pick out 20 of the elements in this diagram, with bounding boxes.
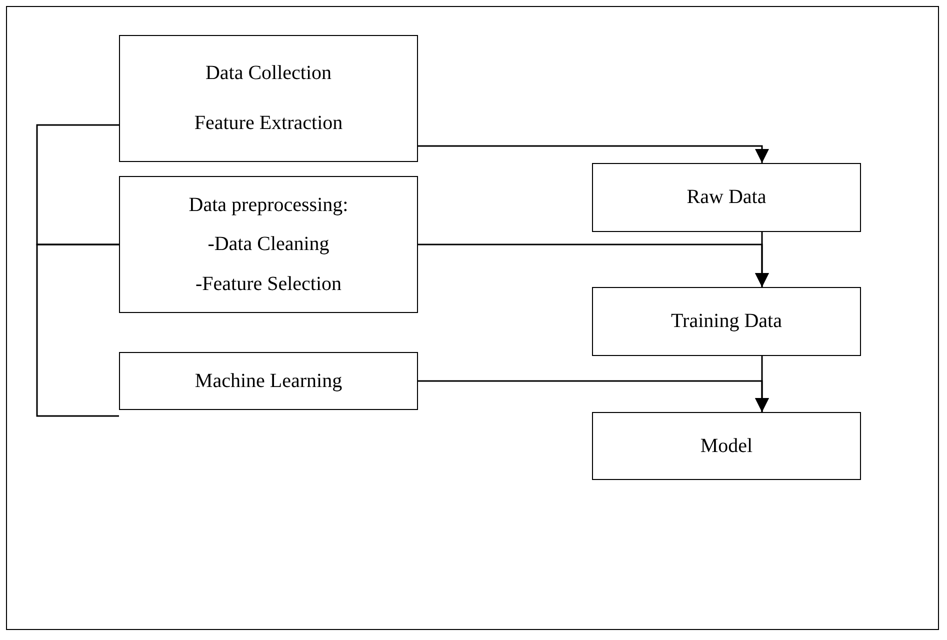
connector-line [36, 124, 119, 246]
process-box [119, 176, 418, 313]
process-box [592, 287, 861, 356]
connector-line [36, 244, 119, 417]
box-label: Model [700, 434, 753, 458]
process-box [119, 35, 418, 162]
box-label: Data Collection [205, 62, 332, 86]
box-label: Machine Learning [194, 370, 342, 392]
process-box [592, 163, 861, 232]
arrow [418, 244, 769, 287]
box-label: Data preprocessing: [188, 194, 348, 216]
arrow [418, 145, 769, 163]
box-label: -Feature Selection [195, 272, 342, 296]
box-label: Feature Extraction [194, 112, 343, 135]
box-label: -Data Cleaning [208, 233, 330, 256]
process-box [592, 412, 861, 480]
box-label: Raw Data [686, 186, 766, 209]
process-box [119, 352, 418, 410]
arrow [418, 380, 769, 412]
box-label: Training Data [671, 310, 782, 333]
